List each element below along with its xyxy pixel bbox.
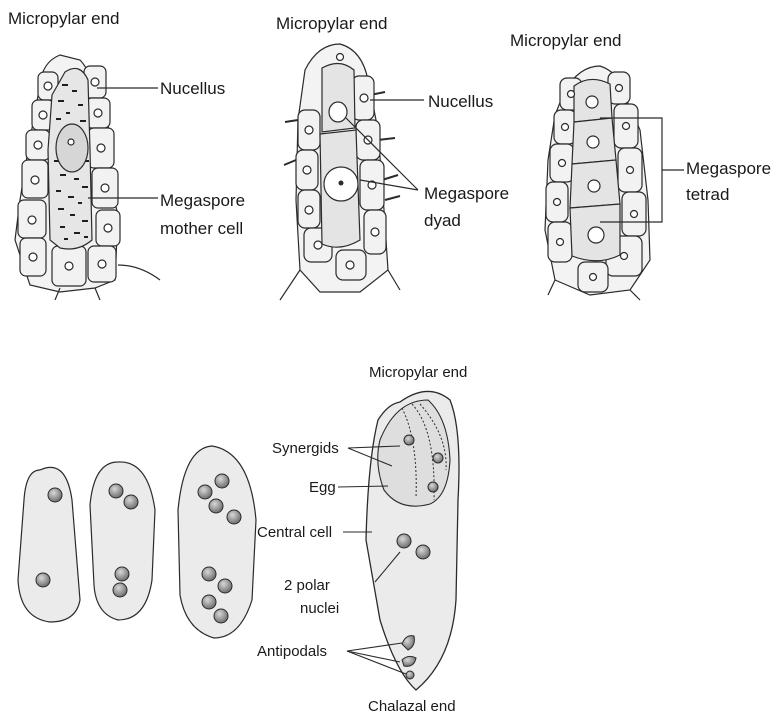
nucleus [215, 474, 229, 488]
polar-nucleus [416, 545, 430, 559]
panel-megaspore-tetrad [545, 66, 650, 300]
polar-nuclei-label-line2: nuclei [300, 600, 339, 617]
nucellus-label-a: Nucellus [160, 79, 225, 98]
synergid-nucleus [433, 453, 443, 463]
nucleus [202, 567, 216, 581]
mature-embryo-sac [366, 391, 459, 690]
nucleus [113, 583, 127, 597]
synergids-label: Synergids [272, 440, 339, 457]
antipodal-cell [406, 671, 414, 679]
synergid-nucleus [404, 435, 414, 445]
tetrad-label-line1: Megaspore [686, 159, 771, 178]
nucleus [209, 499, 223, 513]
dyad-label-line2: dyad [424, 211, 461, 230]
micropylar-end-label-c: Micropylar end [510, 31, 622, 50]
micropylar-end-label-b: Micropylar end [276, 14, 388, 33]
nucellus-label-b: Nucellus [428, 92, 493, 111]
embryo-sac-2-nucleate [18, 467, 80, 622]
nucleus [214, 609, 228, 623]
dyad-label-line1: Megaspore [424, 184, 509, 203]
egg-label: Egg [309, 479, 336, 496]
nucleus [198, 485, 212, 499]
nucleus [202, 595, 216, 609]
micropylar-end-label-a: Micropylar end [8, 9, 120, 28]
antipodals-label: Antipodals [257, 643, 327, 660]
nucleus [218, 579, 232, 593]
embryo-sac-8-nucleate [178, 446, 256, 638]
nucleus [48, 488, 62, 502]
nucleus [227, 510, 241, 524]
tetrad-label-line2: tetrad [686, 185, 729, 204]
embryo-sac-4-nucleate [90, 462, 155, 620]
mmc-label-line1: Megaspore [160, 191, 245, 210]
micropylar-end-label-sac: Micropylar end [369, 364, 467, 381]
polar-nucleus [397, 534, 411, 548]
nucleus [124, 495, 138, 509]
mmc-label-line2: mother cell [160, 219, 243, 238]
nucleus [109, 484, 123, 498]
panel-megaspore-dyad [280, 44, 400, 300]
nucleus [115, 567, 129, 581]
nucleus [36, 573, 50, 587]
panel-megaspore-mother-cell [15, 55, 160, 300]
chalazal-end-label: Chalazal end [368, 698, 456, 715]
egg-nucleus [428, 482, 438, 492]
polar-nuclei-label-line1: 2 polar [284, 577, 330, 594]
central-cell-label: Central cell [257, 524, 332, 541]
